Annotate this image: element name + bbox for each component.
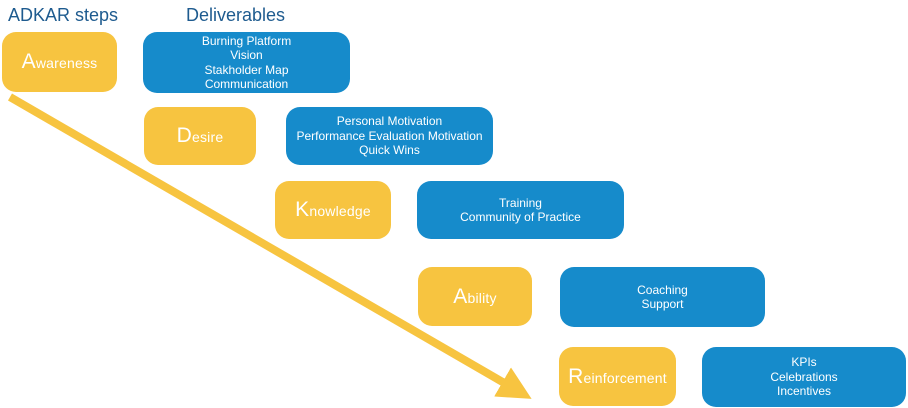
deliverable-item: Incentives [776, 384, 832, 399]
step-rest: bility [467, 289, 497, 306]
step-rest: nowledge [309, 203, 371, 219]
step-initial: A [21, 50, 36, 73]
deliverable-item: KPIs [791, 355, 817, 370]
heading-deliverables: Deliverables [186, 5, 286, 25]
step-rest: einforcement [583, 369, 667, 386]
deliverable-item: Quick Wins [359, 143, 420, 158]
deliverable-item: Communication [204, 77, 289, 91]
step-rest: esire [192, 129, 224, 145]
deliverable-item: Vision [230, 48, 263, 62]
deliverables-box-awareness: Burning Platform Vision Stakholder Map C… [143, 32, 350, 93]
deliverable-item: Coaching [637, 282, 688, 297]
step-rest: wareness [35, 55, 98, 71]
deliverable-item: Training [499, 195, 542, 210]
deliverables-box-desire: Personal Motivation Performance Evaluati… [286, 107, 493, 165]
deliverable-item: Community of Practice [460, 210, 581, 224]
deliverable-item: Personal Motivation [336, 114, 443, 129]
deliverables-box-ability: Coaching Support [560, 267, 765, 327]
deliverables-box-reinforcement: KPIs Celebrations Incentives [702, 347, 906, 407]
step-initial: A [453, 284, 468, 308]
deliverable-item: Performance Evaluation Motivation [296, 128, 483, 143]
step-initial: K [295, 198, 310, 221]
deliverable-item: Burning Platform [201, 33, 292, 48]
deliverable-item: Support [641, 297, 684, 311]
step-initial: D [176, 124, 192, 147]
deliverable-item: Celebrations [770, 369, 838, 384]
deliverable-item: Stakholder Map [204, 62, 289, 77]
step-initial: R [568, 364, 584, 388]
deliverables-box-knowledge: Training Community of Practice [417, 181, 624, 239]
heading-adkar-steps: ADKAR steps [8, 5, 119, 25]
